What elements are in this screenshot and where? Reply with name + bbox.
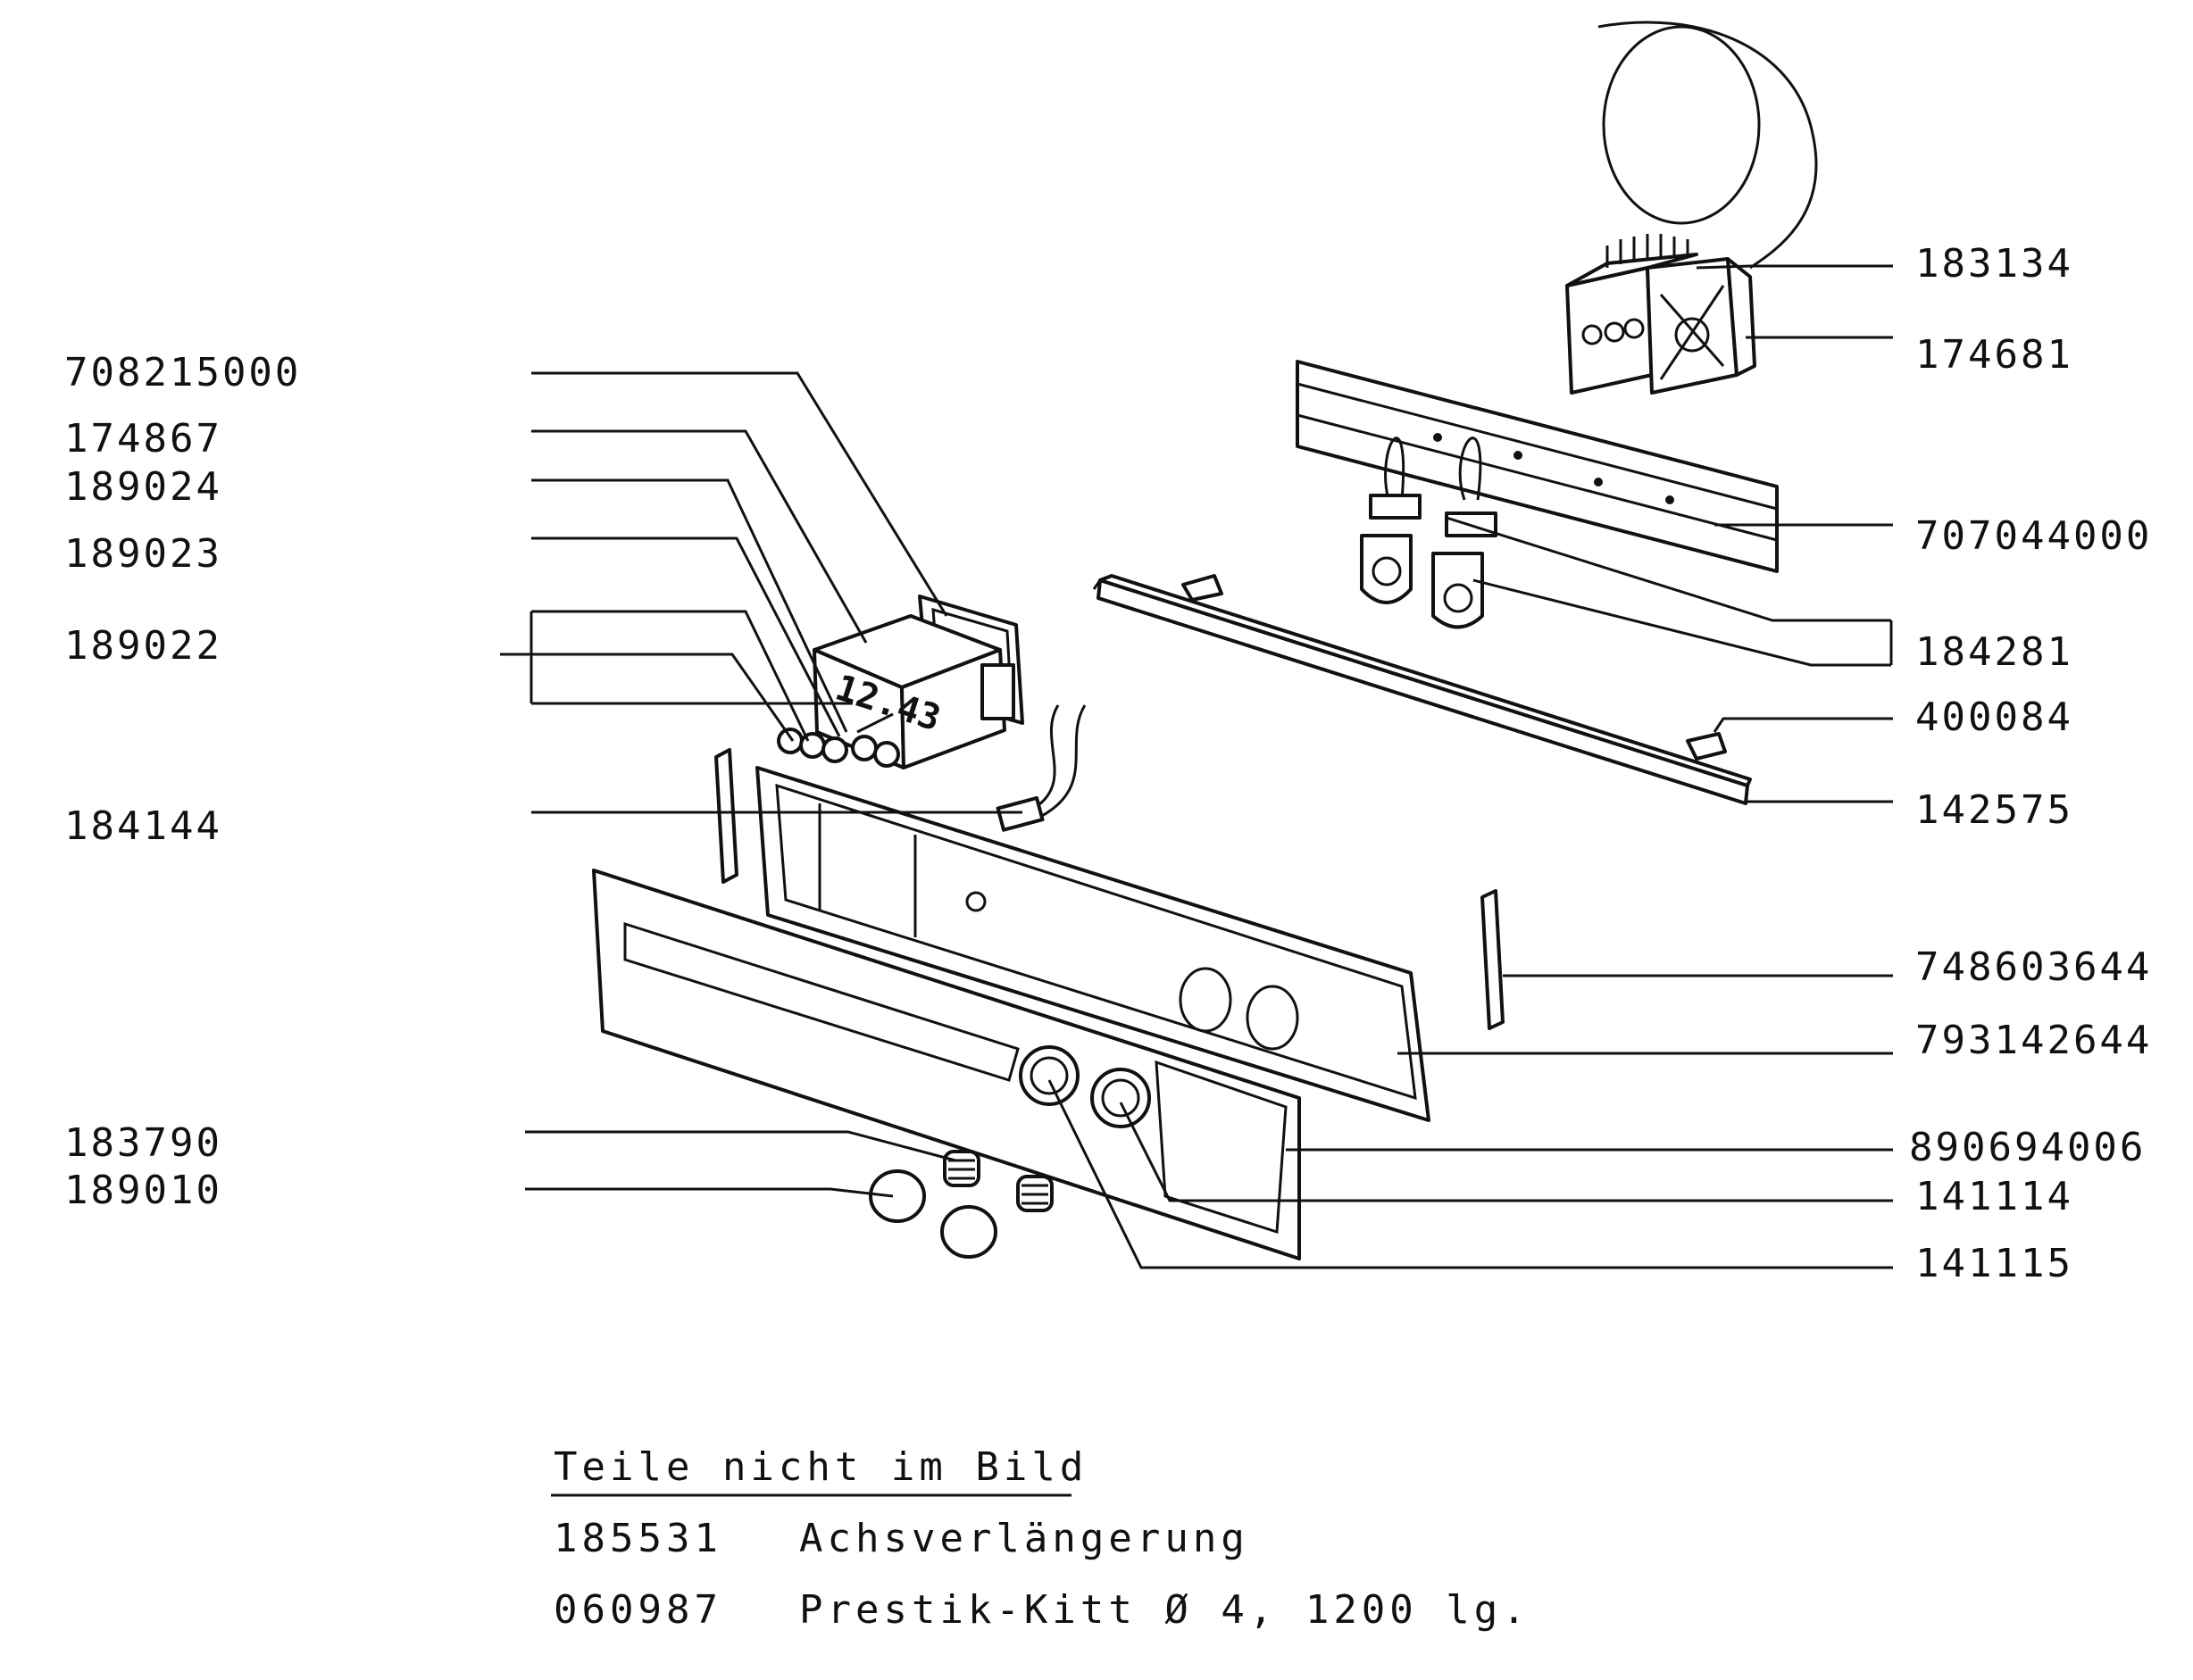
- note-code-1: 185531: [554, 1516, 722, 1561]
- notes-heading: Teile nicht im Bild: [554, 1444, 1088, 1490]
- labels-left: 708215000 174867 189024 189023 189022 18…: [64, 350, 301, 1213]
- label-189022: 189022: [64, 623, 222, 669]
- label-142575: 142575: [1915, 787, 2073, 833]
- lamp-holder-184281: [1360, 437, 1497, 629]
- label-189023: 189023: [64, 531, 222, 577]
- lamp-cable-184144: [996, 704, 1087, 832]
- note-text-2: Prestik-Kitt Ø 4, 1200 lg.: [799, 1587, 1530, 1633]
- knobs-189010: [869, 1169, 997, 1259]
- side-piece-748603644: [714, 748, 1505, 1030]
- label-174867: 174867: [64, 416, 222, 462]
- bar-142575: [1092, 574, 1752, 805]
- panel-793142644: [755, 766, 1430, 1122]
- switch-block-174681: [1646, 257, 1756, 395]
- label-184144: 184144: [64, 803, 222, 849]
- label-141115: 141115: [1915, 1241, 2073, 1286]
- label-189024: 189024: [64, 464, 222, 510]
- label-141114: 141114: [1915, 1174, 2073, 1219]
- label-708215000: 708215000: [64, 350, 301, 395]
- bracket-400084: [1181, 574, 1727, 761]
- label-707044000: 707044000: [1915, 513, 2152, 559]
- labels-right: 183134 174681 707044000 184281 400084 14…: [1909, 241, 2152, 1286]
- front-frame-890694006: [592, 869, 1301, 1260]
- label-748603644: 748603644: [1915, 944, 2152, 990]
- parts-not-shown: Teile nicht im Bild 185531 Achsverlänger…: [551, 1444, 1530, 1633]
- label-793142644: 793142644: [1915, 1018, 2152, 1063]
- label-174681: 174681: [1915, 332, 2073, 378]
- label-400084: 400084: [1915, 694, 2073, 740]
- label-184281: 184281: [1915, 629, 2073, 675]
- label-189010: 189010: [64, 1168, 222, 1213]
- label-183790: 183790: [64, 1120, 222, 1166]
- note-code-2: 060987: [554, 1587, 722, 1633]
- label-890694006: 890694006: [1909, 1125, 2146, 1170]
- thermostat-capillary-coil: [1597, 21, 1818, 270]
- rail-707044000: [1296, 360, 1779, 573]
- note-text-1: Achsverlängerung: [799, 1516, 1249, 1561]
- label-183134: 183134: [1915, 241, 2073, 287]
- leader-lines: [500, 264, 1893, 1269]
